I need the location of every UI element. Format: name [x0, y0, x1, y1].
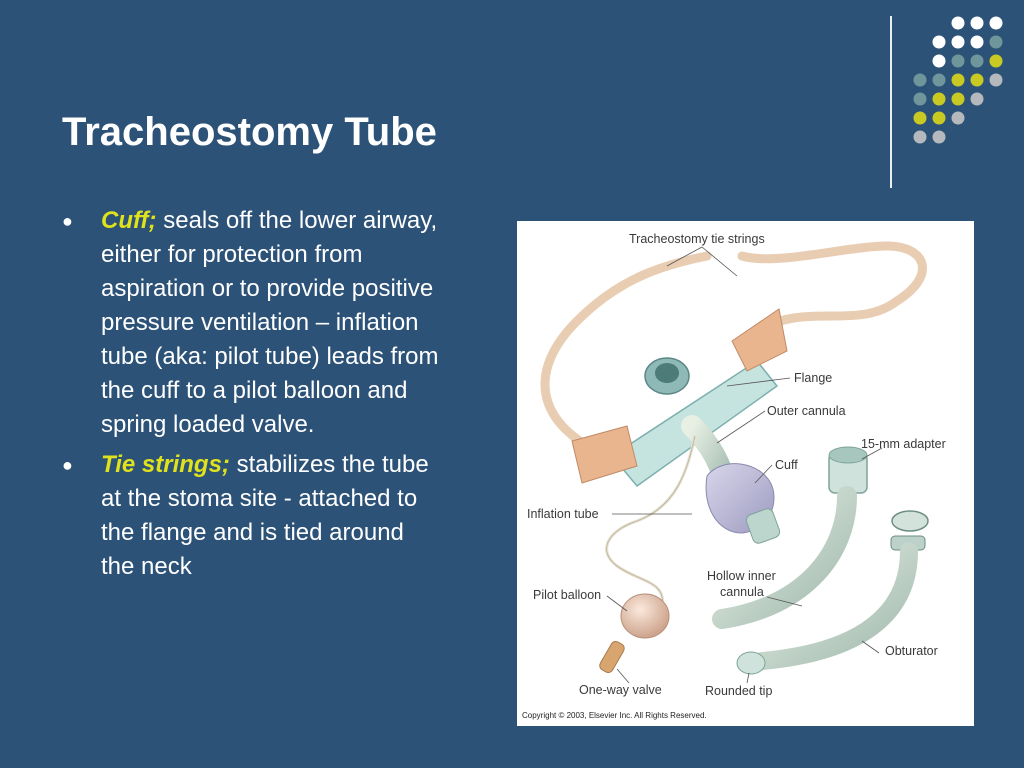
- cannula-tip: [745, 508, 781, 544]
- decorative-dot: [970, 35, 984, 49]
- decorative-dot: [989, 16, 1003, 30]
- decorative-dot: [913, 111, 927, 125]
- obturator-handle: [891, 510, 929, 532]
- decorative-dot: [932, 111, 946, 125]
- label-flange: Flange: [794, 371, 832, 385]
- label-adapter: 15-mm adapter: [861, 437, 946, 451]
- decorative-dot: [932, 92, 946, 106]
- decorative-dot: [951, 111, 965, 125]
- decorative-dot: [970, 54, 984, 68]
- label-obturator: Obturator: [885, 644, 938, 658]
- adapter-opening: [828, 446, 868, 464]
- decorative-dot: [932, 130, 946, 144]
- decorative-dot: [970, 16, 984, 30]
- decorative-dot: [951, 92, 965, 106]
- decorative-dot-grid: [913, 16, 1003, 144]
- decorative-dot: [951, 54, 965, 68]
- leader-lines: [606, 246, 883, 684]
- inflation-tube-outline: [606, 435, 696, 607]
- decorative-dot: [951, 16, 965, 30]
- label-rounded-tip: Rounded tip: [705, 684, 772, 698]
- slide-title: Tracheostomy Tube: [62, 110, 437, 154]
- decorative-dot: [932, 73, 946, 87]
- label-cannula: cannula: [720, 585, 764, 599]
- label-cuff: Cuff: [775, 458, 798, 472]
- bullet-list: ● Cuff; seals off the lower airway, eith…: [62, 204, 442, 590]
- decorative-dot: [913, 73, 927, 87]
- connector-opening: [655, 363, 679, 383]
- label-pilot-balloon: Pilot balloon: [533, 588, 601, 602]
- label-one-way-valve: One-way valve: [579, 683, 662, 697]
- decorative-dot: [970, 92, 984, 106]
- pilot-balloon-shape: [620, 593, 670, 639]
- decorative-dot: [951, 73, 965, 87]
- obturator-shaft: [753, 542, 918, 670]
- tie-string-right: [737, 241, 927, 336]
- bullet-term: Tie strings;: [101, 451, 230, 478]
- decorative-dot: [989, 54, 1003, 68]
- inner-cannula-shape: [712, 486, 857, 629]
- bullet-icon: ●: [62, 211, 73, 231]
- decorative-divider: [890, 16, 892, 188]
- rounded-tip-shape: [736, 651, 766, 675]
- bullet-cuff: ● Cuff; seals off the lower airway, eith…: [62, 204, 442, 442]
- decorative-dot: [951, 35, 965, 49]
- bullet-tie-strings: ● Tie strings; stabilizes the tube at th…: [62, 448, 442, 584]
- bullet-text: stabilizes the tube at the stoma site - …: [101, 451, 429, 580]
- label-hollow-inner: Hollow inner: [707, 569, 776, 583]
- tie-tab-right: [731, 308, 788, 372]
- decorative-dot: [989, 35, 1003, 49]
- bullet-icon: ●: [62, 455, 73, 475]
- label-inflation-tube: Inflation tube: [527, 507, 599, 521]
- decorative-dot: [913, 130, 927, 144]
- one-way-valve-shape: [599, 640, 625, 674]
- tracheostomy-tube-figure: Tracheostomy tie strings Flange Outer ca…: [517, 221, 974, 726]
- decorative-dot: [989, 73, 1003, 87]
- bullet-term: Cuff;: [101, 207, 157, 234]
- label-outer-cannula: Outer cannula: [767, 404, 846, 418]
- figure-copyright: Copyright © 2003, Elsevier Inc. All Righ…: [522, 711, 707, 720]
- decorative-dot: [932, 54, 946, 68]
- tie-string-left: [540, 251, 712, 456]
- label-tie-strings: Tracheostomy tie strings: [629, 232, 765, 246]
- decorative-dot: [932, 35, 946, 49]
- decorative-dot: [970, 73, 984, 87]
- decorative-dot: [913, 92, 927, 106]
- tie-tab-left: [571, 425, 638, 484]
- tracheostomy-diagram: Tracheostomy tie strings Flange Outer ca…: [522, 232, 946, 720]
- bullet-text: seals off the lower airway, either for p…: [101, 207, 439, 438]
